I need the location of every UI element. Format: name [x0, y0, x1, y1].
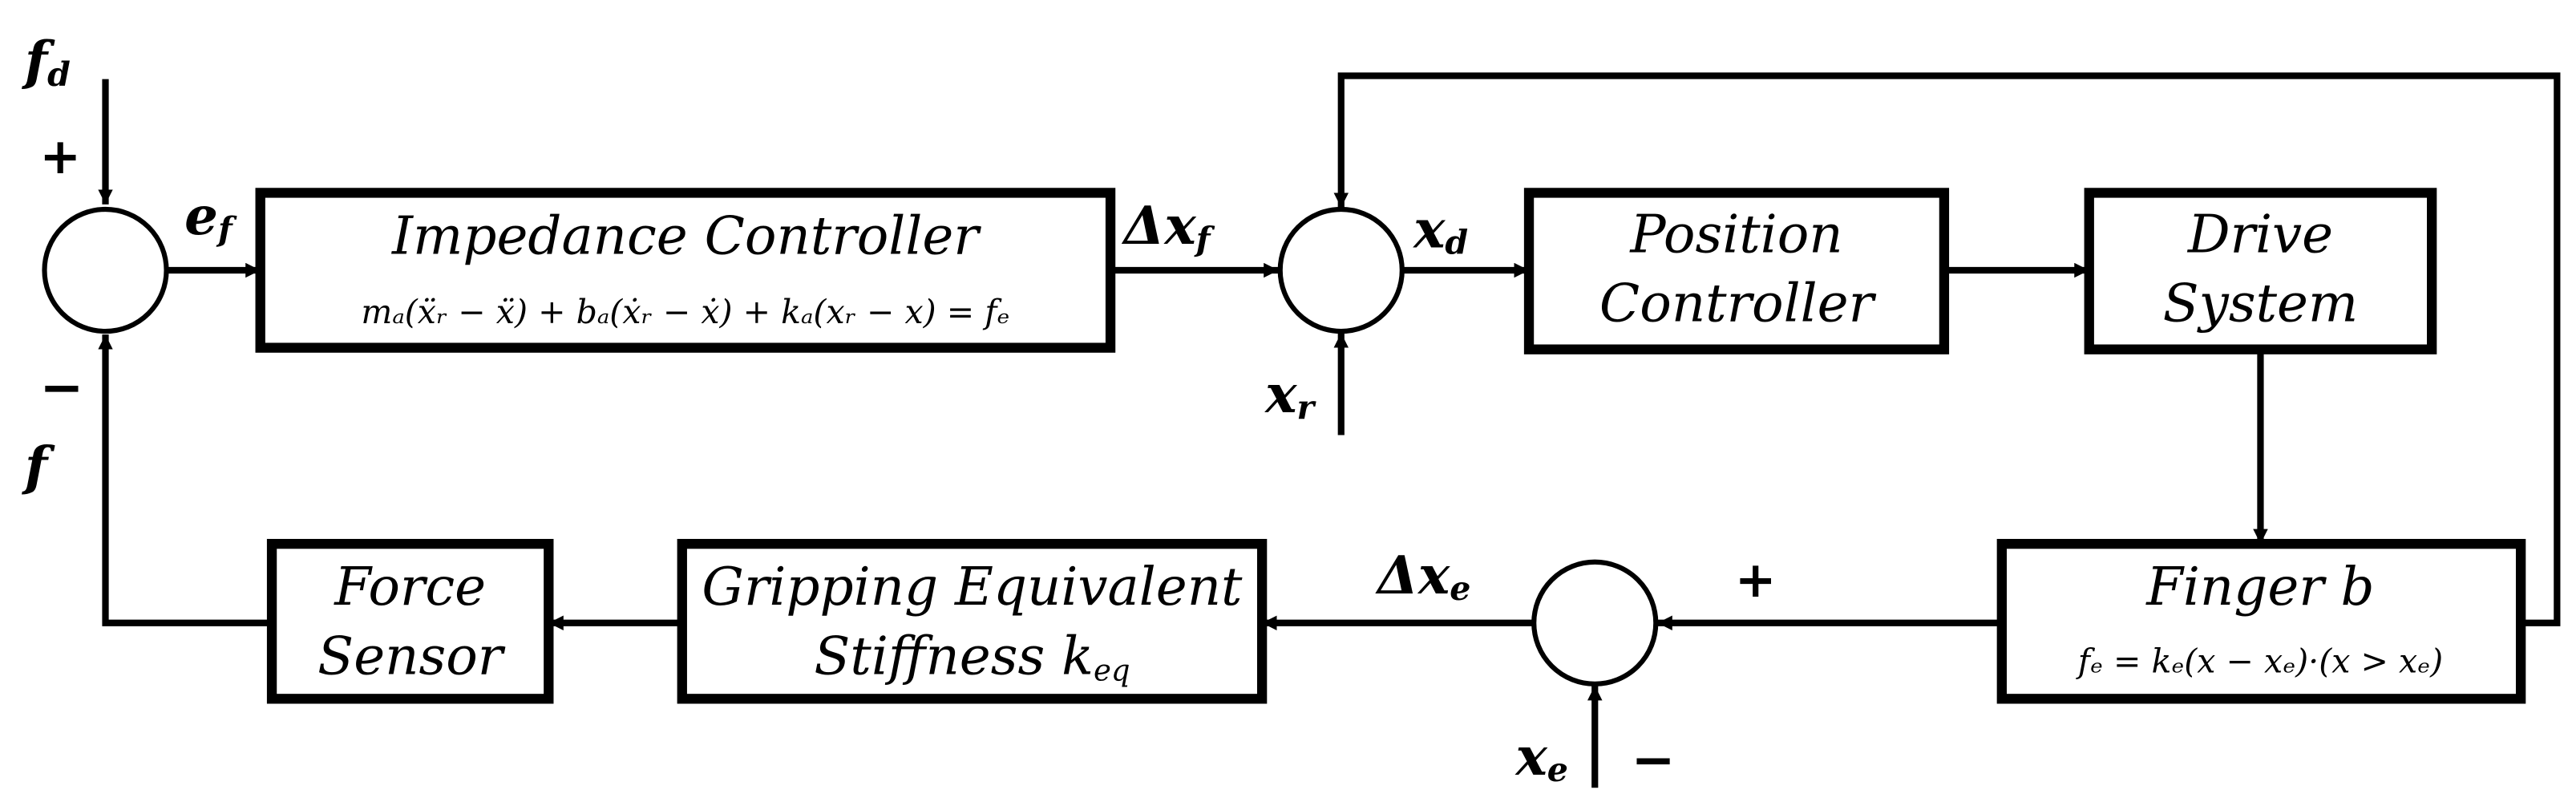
signal-ef-label: ef: [184, 184, 237, 249]
signal-fd-label: fd: [22, 30, 71, 94]
signal-xd-label: xd: [1412, 197, 1468, 261]
impedance-equation: mₐ(ẍᵣ − ẍ) + bₐ(ẋᵣ − ẋ) + kₐ(xᵣ − x) = f…: [361, 293, 1009, 331]
force-sensor-block: Force Sensor: [266, 538, 554, 704]
force-feedback-arrow: [98, 334, 273, 626]
signal-f-label: f: [22, 435, 55, 497]
finger-equation: fₑ = kₑ(x − xₑ)·(x > xₑ): [2076, 642, 2443, 680]
finger-block: Finger b fₑ = kₑ(x − xₑ)·(x > xₑ): [1996, 538, 2526, 704]
drive-system-line1: Drive: [2187, 203, 2333, 265]
sum3-plus-sign: +: [1735, 551, 1777, 609]
sum-junction-force-error: [42, 206, 169, 334]
signal-xe-label: xe: [1514, 725, 1568, 789]
sum-junction-displacement: [1531, 559, 1659, 686]
finger-title: Finger b: [2145, 556, 2374, 618]
impedance-controller-title: Impedance Controller: [391, 205, 981, 266]
sum1-minus-sign: −: [39, 357, 83, 419]
feedback-x-line: [1333, 72, 2561, 626]
position-controller-block: Position Controller: [1523, 188, 1950, 354]
signal-xr-label: xr: [1264, 362, 1316, 427]
signal-dxf-label: Δxf: [1122, 194, 1215, 258]
position-controller-line2: Controller: [1599, 273, 1877, 334]
drive-system-block: Drive System: [2084, 188, 2437, 354]
impedance-controller-block: Impedance Controller mₐ(ẍᵣ − ẍ) + bₐ(ẋᵣ …: [255, 188, 1116, 353]
force-sensor-line2: Sensor: [317, 625, 506, 686]
sum-junction-position: [1277, 206, 1405, 334]
position-controller-line1: Position: [1629, 203, 1842, 265]
drive-system-line2: System: [2163, 273, 2359, 334]
gripping-stiffness-line1: Gripping Equivalent: [702, 556, 1243, 618]
sum3-minus-sign: −: [1631, 729, 1675, 791]
signal-dxe-label: Δxe: [1375, 544, 1470, 608]
gripping-stiffness-block: Gripping Equivalent Stiffness keq: [677, 538, 1268, 704]
force-sensor-line1: Force: [334, 556, 486, 618]
gripping-stiffness-line2: Stiffness keq: [814, 625, 1130, 687]
sum1-plus-sign: +: [39, 128, 81, 185]
